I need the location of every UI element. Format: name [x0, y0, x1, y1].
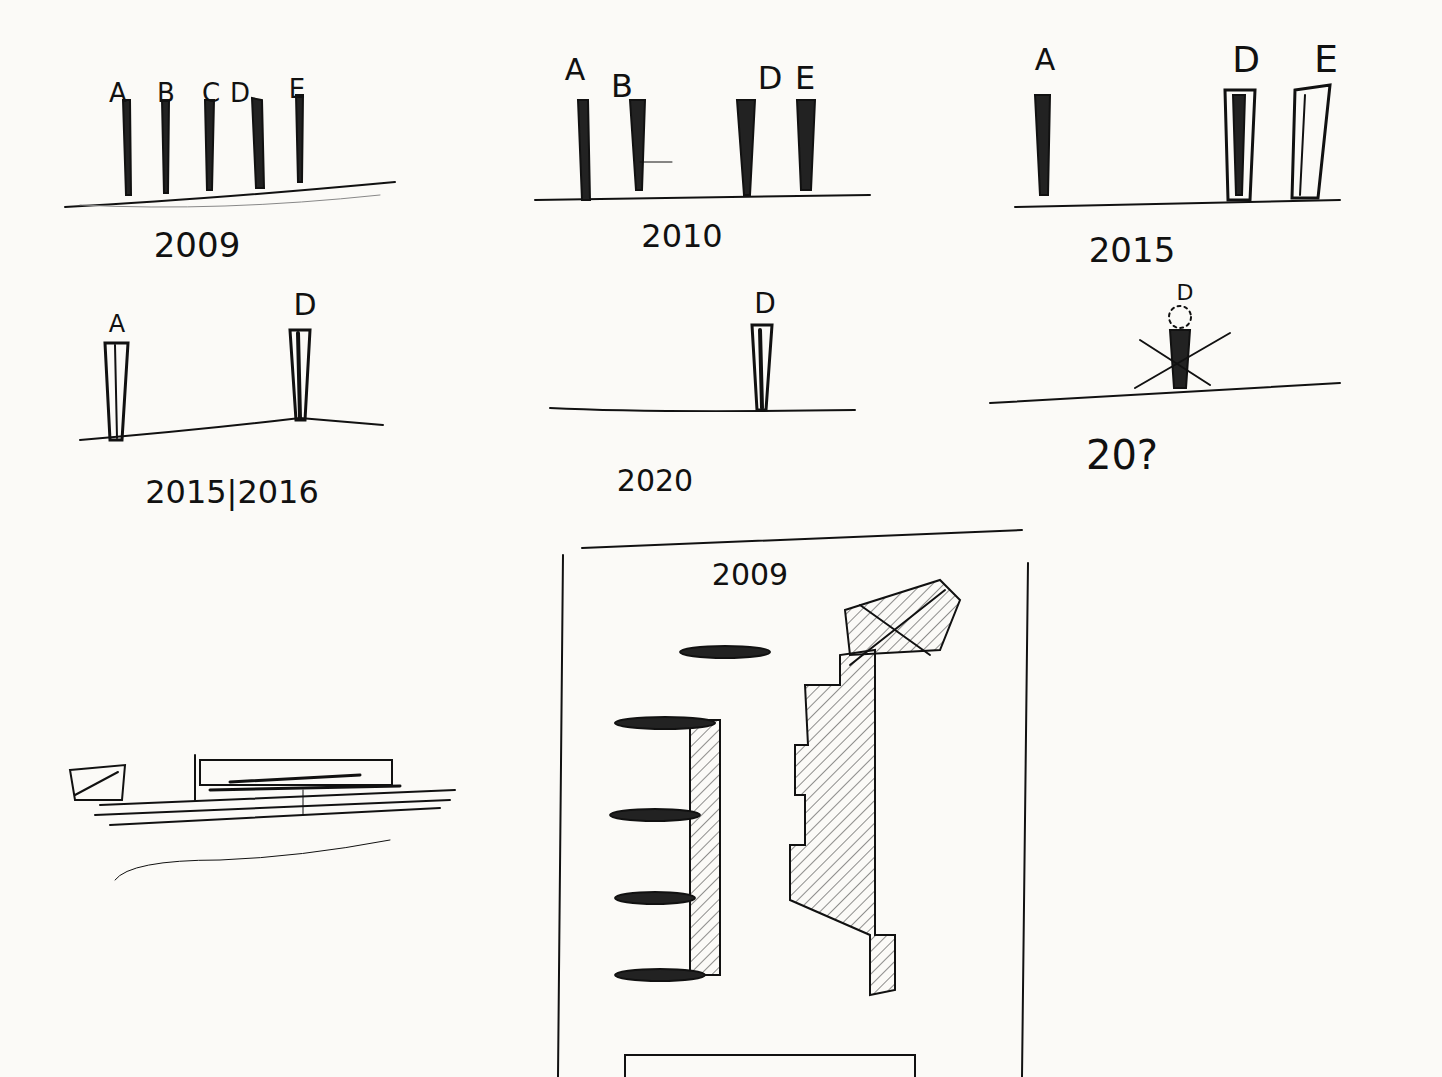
year-label: 2009 [154, 228, 241, 262]
tower-letter: A [109, 80, 127, 106]
tower-letter: E [1314, 40, 1338, 78]
tower-letter: E [289, 76, 305, 102]
year-label: 2010 [641, 220, 722, 252]
tower-letter: B [611, 70, 633, 102]
tower-letter: D [758, 62, 783, 94]
tower-letter: B [157, 80, 175, 106]
tower-letter: D [293, 290, 316, 320]
tower-letter: E [795, 62, 815, 94]
tower-letter: D [230, 80, 250, 106]
tower-letter: A [1035, 45, 1056, 75]
tower-letter: D [754, 290, 776, 318]
year-label: 20? [1086, 435, 1158, 475]
tower-letter: D [1232, 42, 1260, 78]
year-label: 2009 [712, 560, 788, 590]
year-label: 2015 [1089, 233, 1176, 267]
tower-letter: A [565, 55, 586, 85]
tower-letter: D [1177, 282, 1194, 304]
tower-letter: C [202, 80, 220, 106]
year-label: 2015|2016 [145, 476, 319, 508]
year-label: 2020 [617, 466, 693, 496]
tower-letter: A [109, 312, 125, 336]
